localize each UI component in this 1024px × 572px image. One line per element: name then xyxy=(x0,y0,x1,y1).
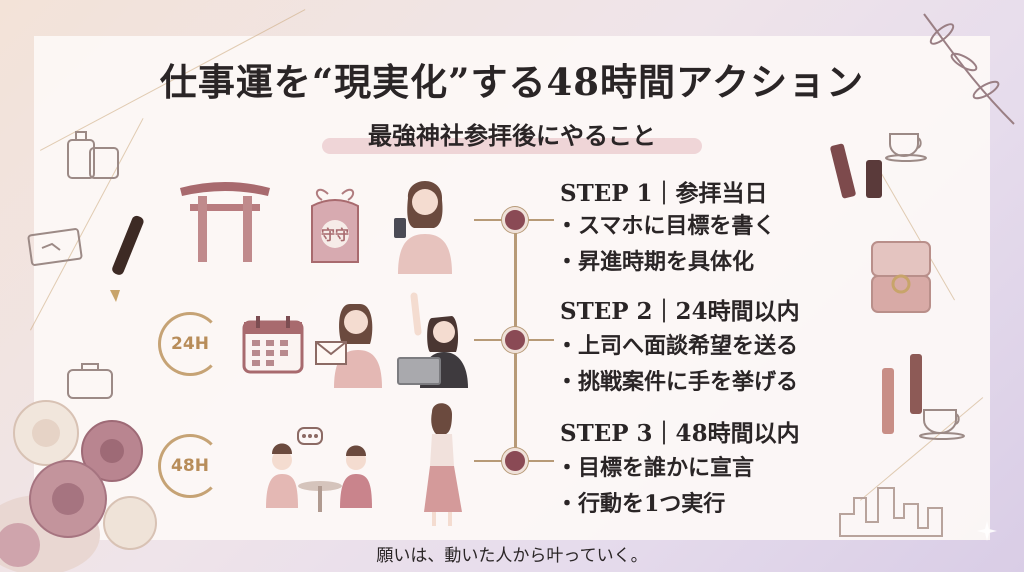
omamori-charm-icon: 守守 xyxy=(311,188,359,263)
pen-icon xyxy=(110,215,144,302)
48h-badge: 48H xyxy=(158,434,222,498)
woman-envelope-icon xyxy=(315,304,382,388)
step-3-item: ・目標を誰かに宣言 xyxy=(556,455,755,481)
woman-walking-icon xyxy=(424,403,462,526)
footer-caption: 願いは、動いた人から叶っていく。 xyxy=(376,546,648,566)
timeline-node-3 xyxy=(502,448,528,474)
flower-bouquet-icon xyxy=(0,400,157,572)
subtitle-highlight xyxy=(322,138,702,154)
leaf-branch-icon xyxy=(923,13,1015,125)
step-1-item: ・スマホに目標を書く xyxy=(556,213,776,239)
sparkle-icon xyxy=(977,521,997,541)
lipgloss-icon xyxy=(882,354,922,434)
page-title: 仕事運を“現実化”する48時間アクション xyxy=(159,60,865,104)
step-2-item: ・挑戦案件に手を挙げる xyxy=(556,369,799,395)
suitcase-icon xyxy=(67,363,113,399)
coffee-cup-icon xyxy=(885,133,927,162)
luggage-icon xyxy=(67,131,119,179)
step-2-header: STEP 2｜24時間以内 xyxy=(560,298,800,325)
timeline-node-1 xyxy=(502,207,528,233)
torii-gate-icon xyxy=(180,182,270,262)
tea-cup-icon xyxy=(919,409,965,440)
step-1-header: STEP 1｜参拝当日 xyxy=(560,180,768,207)
step-1-item: ・昇進時期を具体化 xyxy=(556,249,755,275)
calendar-icon xyxy=(242,316,304,374)
city-skyline-icon xyxy=(839,487,943,537)
24h-badge: 24H xyxy=(158,312,222,376)
subtitle-block: 最強神社参拝後にやること xyxy=(322,116,702,156)
step-2-item: ・上司へ面談希望を送る xyxy=(556,333,799,359)
woman-phone-icon xyxy=(394,181,452,274)
page-subtitle: 最強神社参拝後にやること xyxy=(368,121,656,150)
women-talking-cafe-icon xyxy=(266,427,372,512)
woman-laptop-raising-hand-icon xyxy=(397,292,468,388)
ticket-icon xyxy=(27,228,83,266)
lipstick-icon xyxy=(830,143,882,199)
step-3-header: STEP 3｜48時間以内 xyxy=(560,420,800,447)
omamori-label: 守守 xyxy=(321,227,349,244)
ring-box-icon xyxy=(871,241,931,313)
step-3-item: ・行動を1つ実行 xyxy=(556,491,726,517)
timeline-node-2 xyxy=(502,327,528,353)
